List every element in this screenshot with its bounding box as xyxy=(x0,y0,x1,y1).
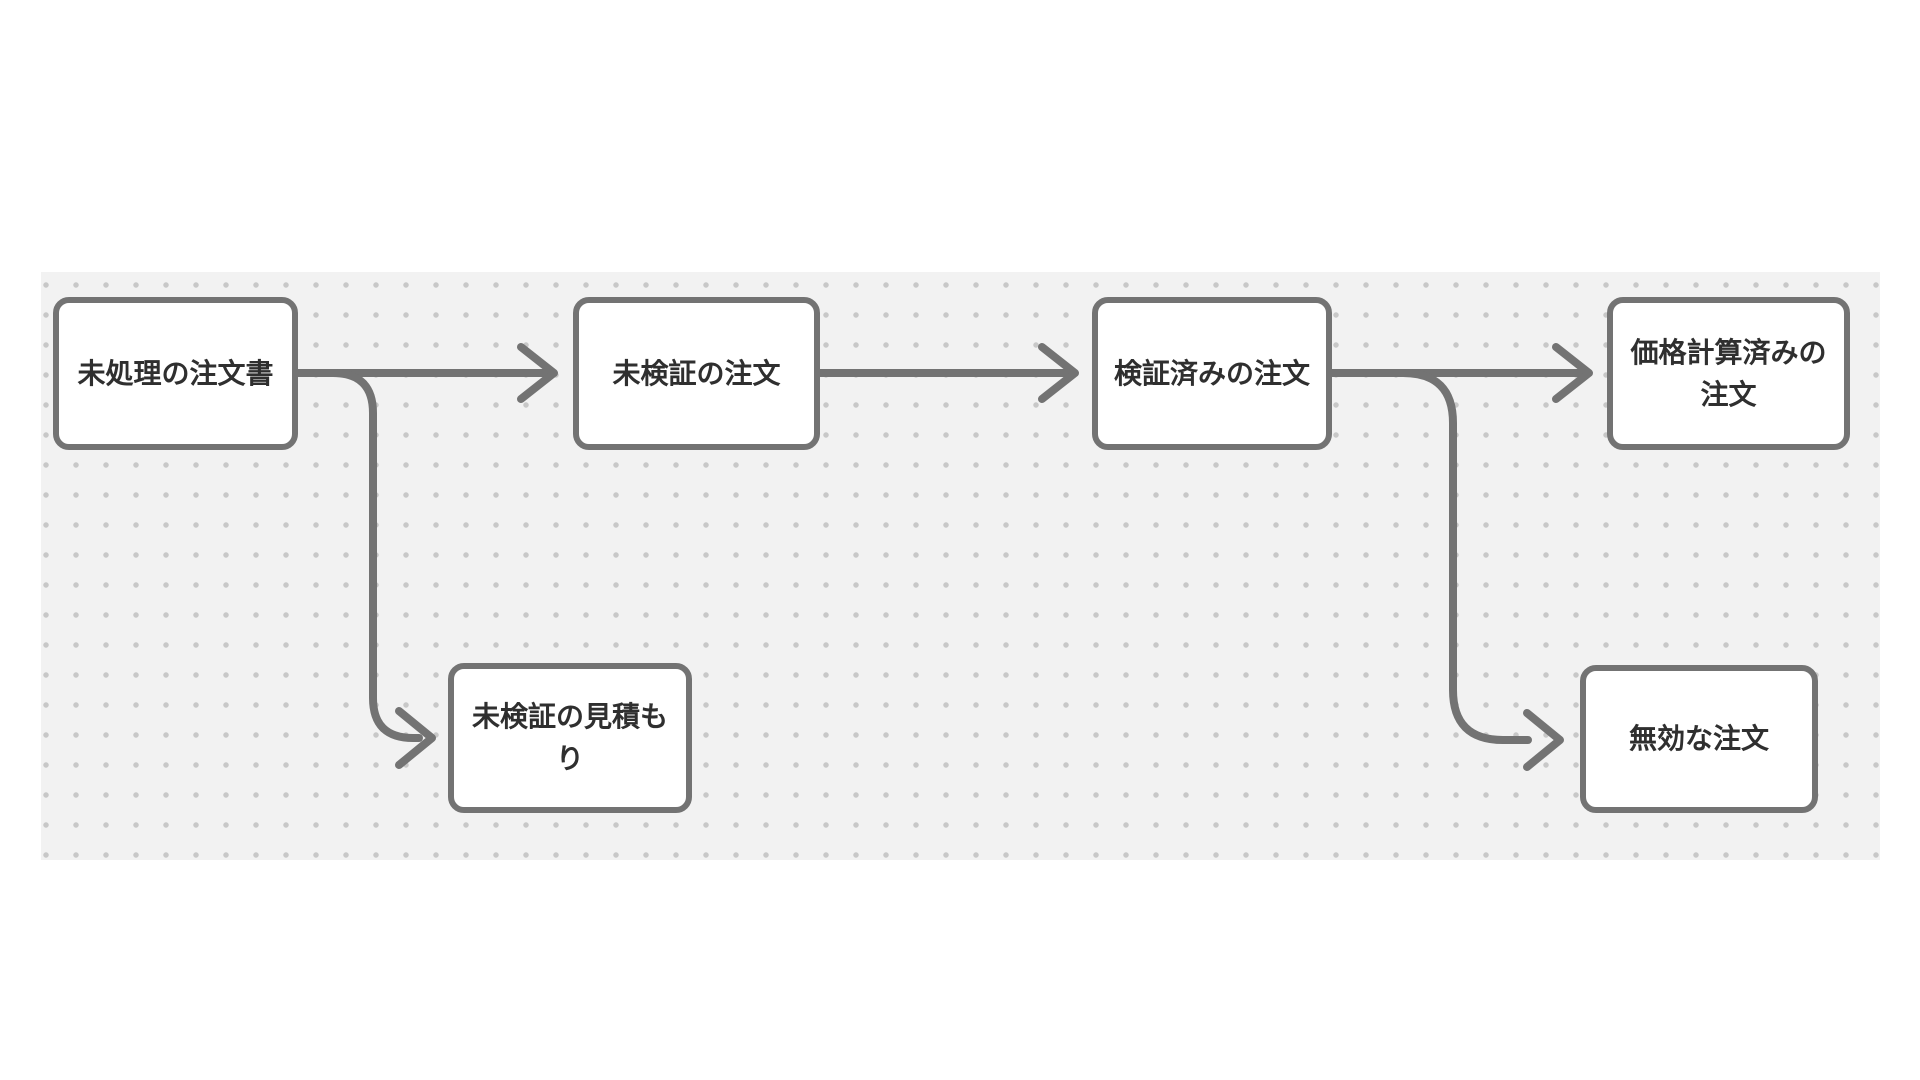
node-label: 未検証の見積もり xyxy=(471,701,668,774)
node-label: 価格計算済みの注文 xyxy=(1630,336,1827,410)
node-priced-order[interactable]: 価格計算済みの注文 xyxy=(1607,297,1850,450)
node-validated-order[interactable]: 検証済みの注文 xyxy=(1092,297,1332,450)
node-label: 未検証の注文 xyxy=(612,357,781,389)
node-unvalidated-order[interactable]: 未検証の注文 xyxy=(573,297,820,450)
node-label: 検証済みの注文 xyxy=(1113,357,1310,389)
node-label: 無効な注文 xyxy=(1628,723,1769,754)
node-unprocessed-order-form[interactable]: 未処理の注文書 xyxy=(53,297,298,450)
node-unvalidated-quote[interactable]: 未検証の見積もり xyxy=(448,663,692,813)
node-invalid-order[interactable]: 無効な注文 xyxy=(1580,665,1818,813)
node-label: 未処理の注文書 xyxy=(77,357,274,389)
